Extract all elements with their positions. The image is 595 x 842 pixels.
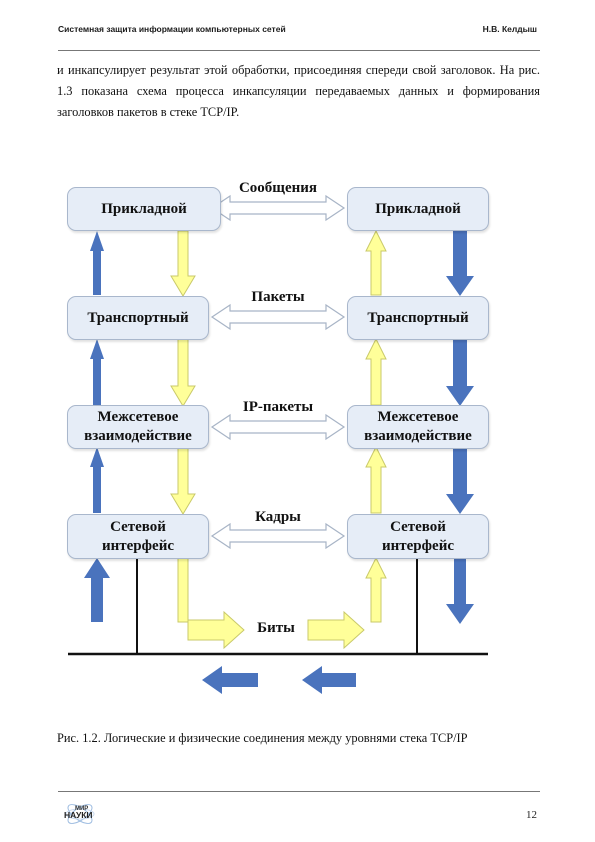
yellow-down-arrow	[170, 230, 196, 297]
link-label-ip-packets: IP-пакеты	[242, 399, 314, 415]
blue-down-arrow	[446, 231, 474, 296]
link-label-frames: Кадры	[255, 509, 301, 525]
blue-up-arrow	[84, 558, 110, 622]
double-arrow	[210, 413, 346, 441]
left-layer-internet: Межсетевое взаимодействие	[67, 405, 209, 449]
svg-text:МИР: МИР	[75, 806, 88, 812]
blue-down-arrow	[446, 558, 474, 624]
paragraph-text: и инкапсулирует результат этой обработки…	[57, 63, 540, 119]
double-arrow	[210, 303, 346, 331]
blue-up-arrow	[90, 339, 104, 405]
layer-label: Транспортный	[87, 309, 189, 326]
layer-label-line1: Сетевой	[390, 518, 446, 535]
yellow-down-arrow	[170, 446, 196, 515]
figure-caption: Рис. 1.2. Логические и физические соедин…	[57, 731, 468, 745]
right-layer-internet: Межсетевое взаимодействие	[347, 405, 489, 449]
running-header-title: Системная защита информации компьютерных…	[58, 24, 286, 34]
header-divider	[58, 50, 540, 51]
yellow-up-arrow	[365, 229, 387, 296]
left-layer-application: Прикладной	[67, 187, 221, 231]
right-layer-network-interface: Сетевой интерфейс	[347, 514, 489, 559]
blue-left-arrow	[302, 666, 356, 694]
blue-left-arrow	[202, 666, 258, 694]
footer-divider	[58, 791, 540, 792]
layer-label-line1: Межсетевое	[377, 409, 459, 425]
right-layer-transport: Транспортный	[347, 296, 489, 340]
blue-down-arrow	[446, 339, 474, 406]
layer-label-line2: интерфейс	[102, 537, 174, 554]
layer-label: Транспортный	[367, 309, 469, 326]
blue-down-arrow	[446, 447, 474, 514]
bits-label: Биты	[257, 620, 295, 636]
layer-label-line1: Сетевой	[110, 518, 166, 535]
blue-up-arrow	[90, 231, 104, 295]
yellow-up-arrow	[365, 556, 387, 623]
double-arrow	[210, 194, 346, 222]
layer-label-line1: Межсетевое	[97, 409, 179, 425]
running-header-author: Н.В. Келдыш	[482, 24, 537, 34]
yellow-up-arrow	[365, 445, 387, 514]
page-number: 12	[526, 809, 537, 821]
svg-text:НАУКИ: НАУКИ	[64, 810, 93, 820]
blue-up-arrow	[90, 447, 104, 513]
yellow-bits-arrow-right	[187, 610, 245, 650]
link-label-messages: Сообщения	[238, 180, 318, 196]
layer-label: Прикладной	[375, 200, 461, 217]
body-paragraph: и инкапсулирует результат этой обработки…	[57, 60, 540, 123]
publisher-logo: МИР НАУКИ	[64, 804, 95, 824]
double-arrow	[210, 522, 346, 550]
right-layer-application: Прикладной	[347, 187, 489, 231]
left-layer-network-interface: Сетевой интерфейс	[67, 514, 209, 559]
yellow-bits-arrow-in	[307, 610, 365, 650]
yellow-bits-arrow	[177, 557, 189, 623]
yellow-up-arrow	[365, 337, 387, 406]
layer-label-line2: взаимодействие	[364, 428, 472, 444]
link-label-packets: Пакеты	[251, 289, 305, 305]
left-layer-transport: Транспортный	[67, 296, 209, 340]
layer-label: Прикладной	[101, 200, 187, 217]
layer-label-line2: интерфейс	[382, 537, 454, 554]
yellow-down-arrow	[170, 338, 196, 407]
layer-label-line2: взаимодействие	[84, 428, 192, 444]
